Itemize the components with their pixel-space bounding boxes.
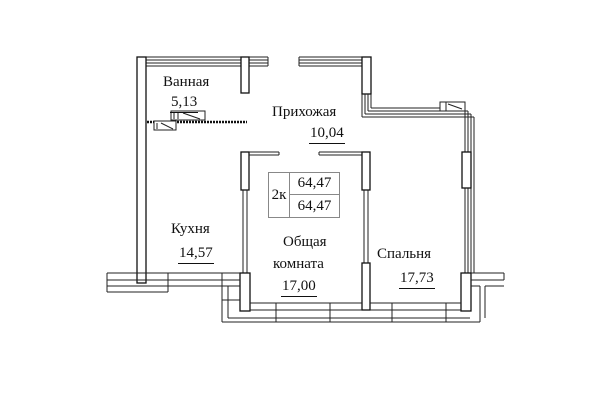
room-name-bathroom: Ванная [163, 74, 210, 90]
kitchen-bottom-wall [106, 272, 470, 323]
room-area-bedroom: 17,73 [399, 270, 435, 289]
partition-bedroom-bottom [361, 262, 371, 311]
right-wall-pier [461, 151, 472, 189]
room-name-living-line1: Общая [283, 234, 327, 250]
room-area-kitchen: 14,57 [178, 245, 214, 264]
vent-symbol [439, 101, 466, 112]
room-name-living-line2: комната [273, 256, 324, 272]
right-wall [464, 111, 475, 273]
bathroom-wall-stub [240, 56, 250, 94]
partition-kitchen-bottom [239, 272, 251, 312]
partition-bedroom-top [361, 151, 371, 191]
total-area: 64,47 [290, 173, 339, 195]
apartment-info-box: 2к 64,47 64,47 [268, 172, 340, 218]
hall-wall-block [361, 56, 372, 95]
room-area-bathroom: 5,13 [170, 94, 199, 113]
bath-fixture-1 [170, 110, 206, 121]
bedroom-top-wall [361, 94, 474, 118]
living-area: 64,47 [297, 198, 332, 214]
room-name-bedroom: Спальня [377, 246, 432, 262]
partition-kitchen-top [240, 151, 250, 191]
room-name-hallway: Прихожая [272, 104, 337, 120]
right-wall-corner [460, 272, 472, 312]
left-wall [136, 56, 147, 284]
top-wall-hall [298, 56, 362, 67]
bedroom-bottom-right-wall [470, 272, 505, 323]
room-area-living: 17,00 [281, 278, 317, 297]
apartment-type: 2к [269, 173, 290, 217]
room-name-kitchen: Кухня [171, 221, 210, 237]
living-bottom-wall [250, 302, 461, 322]
room-area-hallway: 10,04 [309, 125, 345, 144]
